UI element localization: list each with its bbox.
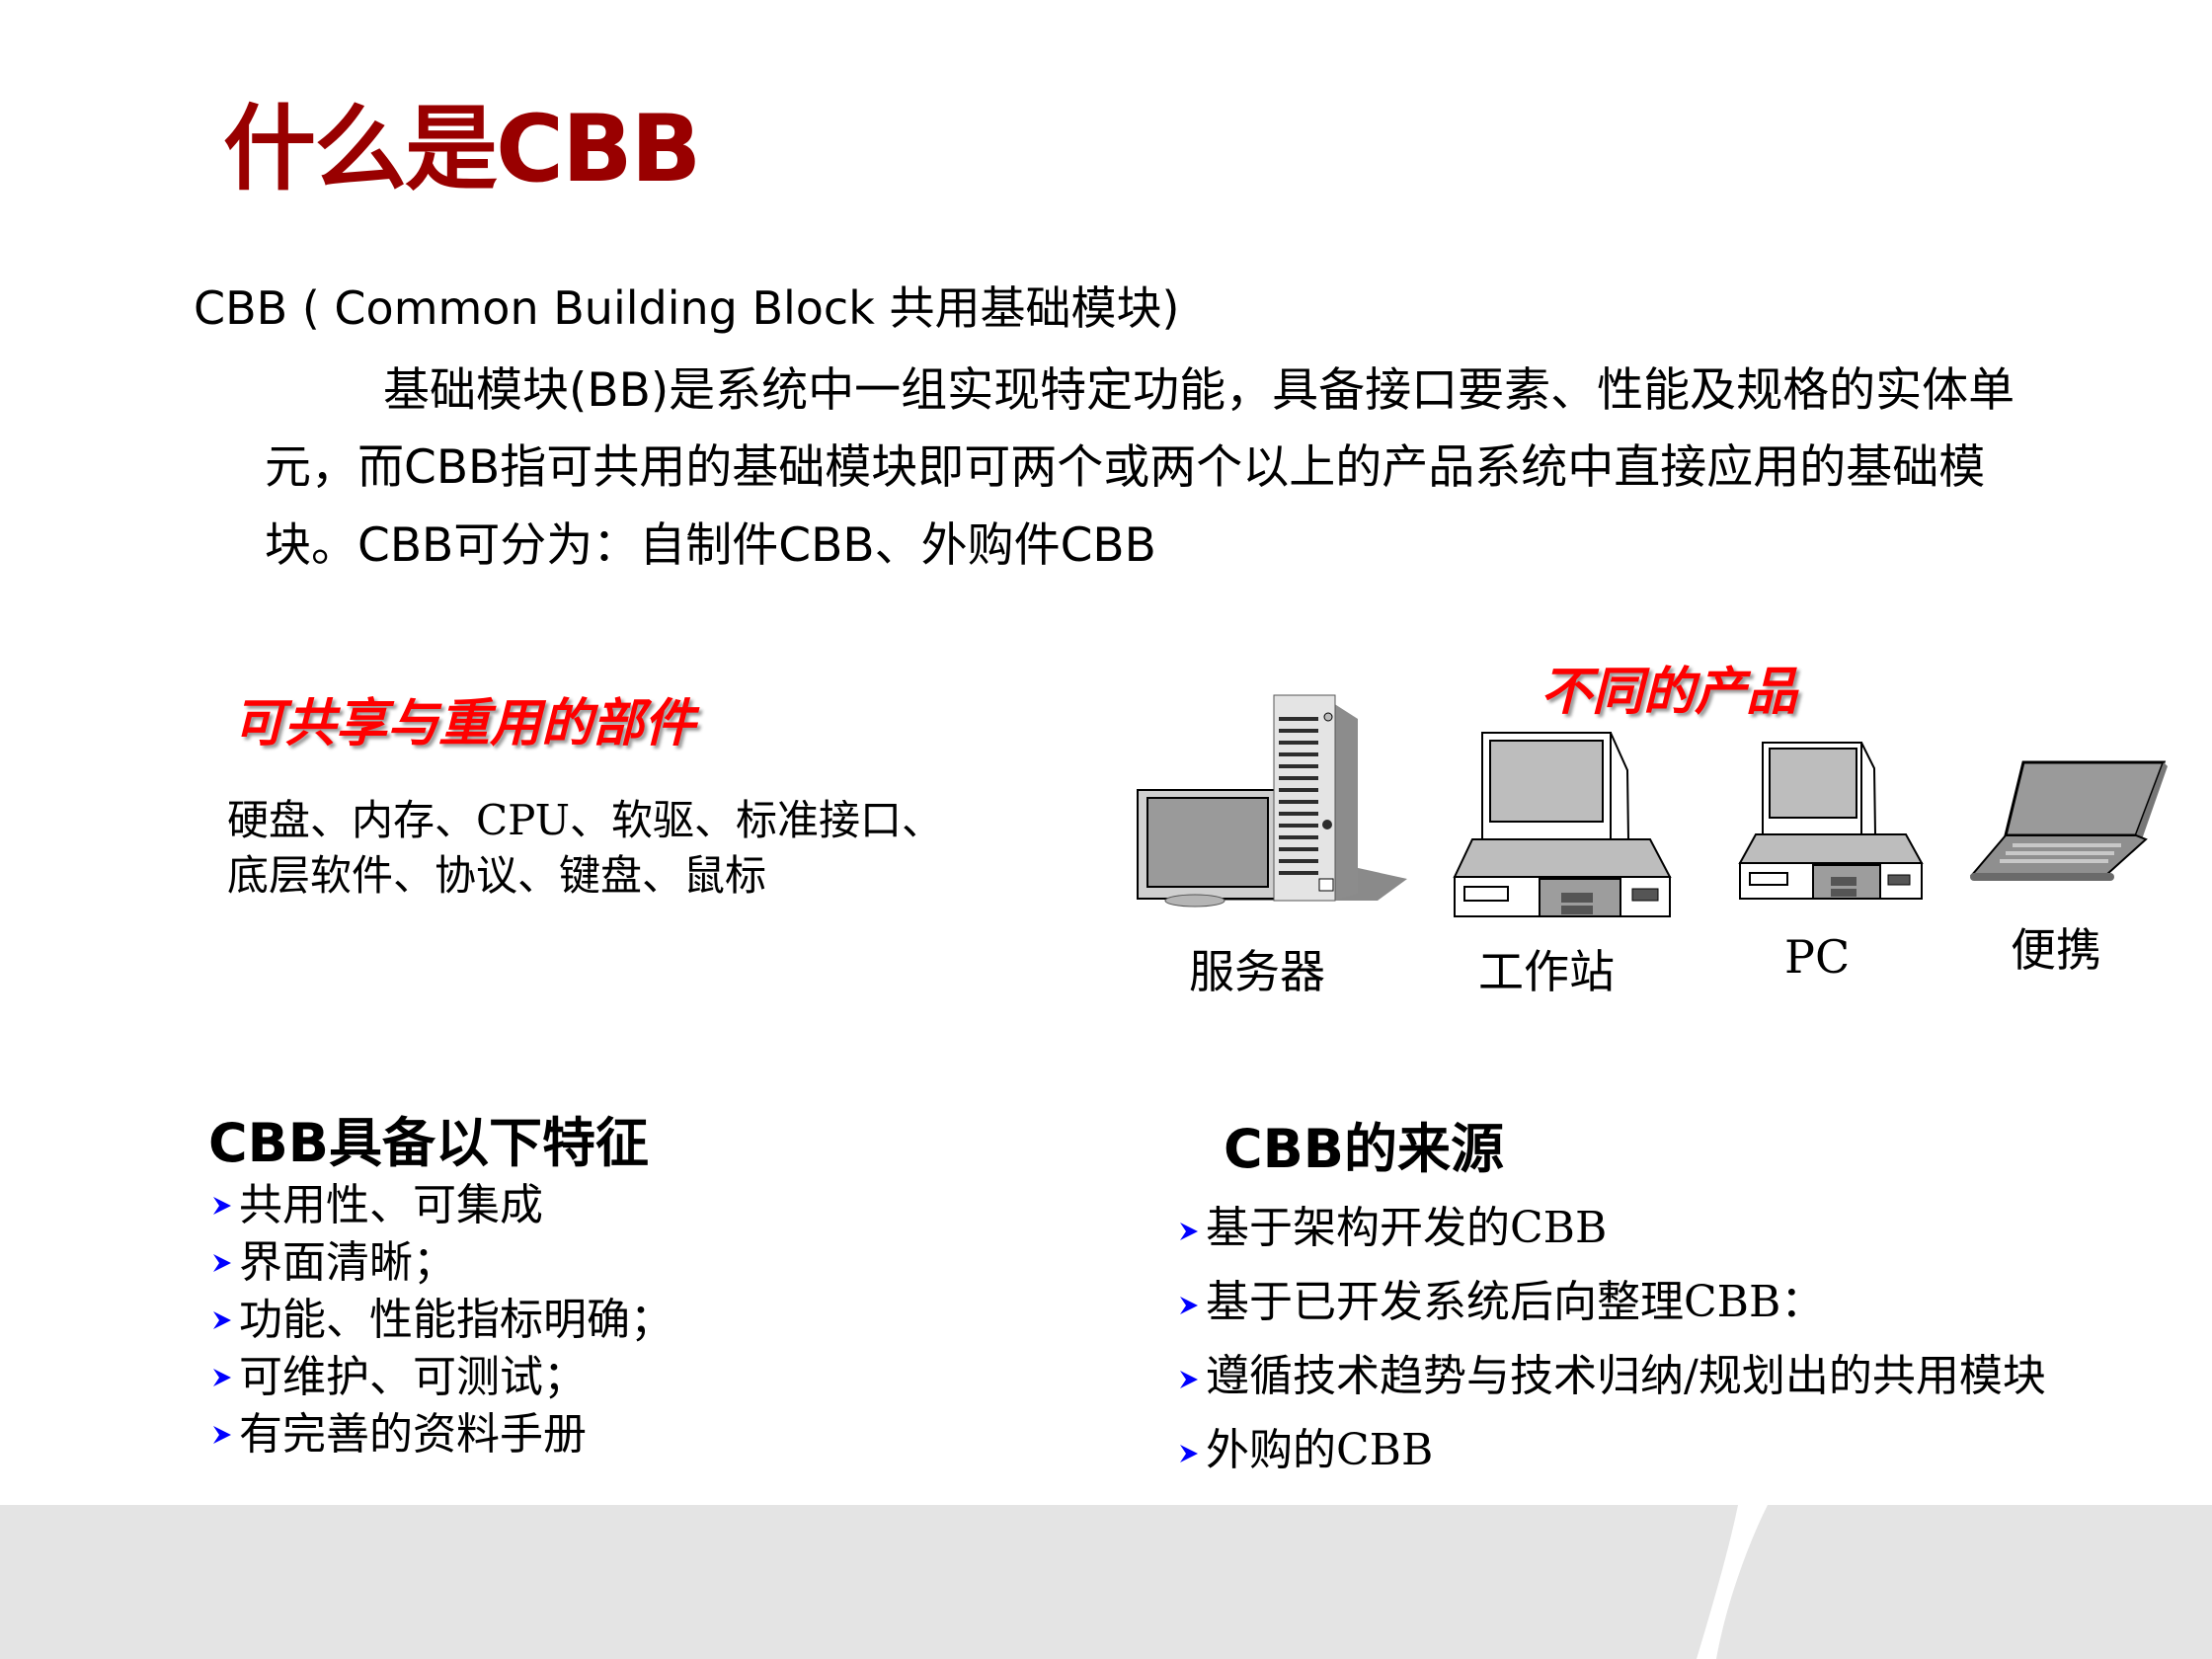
arrow-bullet-icon <box>213 1197 231 1215</box>
features-list: 共用性、可集成 界面清晰； 功能、性能指标明确； 可维护、可测试； 有完善的资料… <box>211 1177 673 1463</box>
slide-title: 什么是CBB <box>223 96 701 203</box>
feature-item: 界面清晰； <box>211 1234 673 1292</box>
server-icon <box>1136 691 1412 908</box>
feature-item: 有完善的资料手册 <box>211 1406 673 1463</box>
pc-icon <box>1738 741 1926 901</box>
sources-list: 基于架构开发的CBB 基于已开发系统后向整理CBB： 遵循技术趋势与技术归纳/规… <box>1178 1203 2046 1499</box>
cbb-definition: CBB ( Common Building Block 共用基础模块) <box>194 281 1180 335</box>
feature-item: 共用性、可集成 <box>211 1177 673 1234</box>
workstation-icon <box>1453 731 1675 920</box>
paragraph-line-3: 块。CBB可分为：自制件CBB、外购件CBB <box>265 518 1156 573</box>
shared-parts-line-2: 底层软件、协议、键盘、鼠标 <box>227 851 767 900</box>
server-label: 服务器 <box>1189 945 1325 998</box>
source-item: 基于已开发系统后向整理CBB： <box>1178 1277 2046 1351</box>
workstation-label: 工作站 <box>1478 945 1615 998</box>
footer-band <box>0 1505 2212 1659</box>
shared-parts-heading: 可共享与重用的部件 <box>233 693 696 753</box>
arrow-bullet-icon <box>213 1254 231 1272</box>
arrow-bullet-icon <box>1180 1371 1198 1388</box>
arrow-bullet-icon <box>213 1311 231 1329</box>
shared-parts-line-1: 硬盘、内存、CPU、软驱、标准接口、 <box>227 796 944 844</box>
feature-item: 功能、性能指标明确； <box>211 1292 673 1349</box>
pc-label: PC <box>1784 930 1851 984</box>
arrow-bullet-icon <box>213 1369 231 1386</box>
sources-heading: CBB的来源 <box>1224 1118 1504 1180</box>
arrow-bullet-icon <box>1180 1223 1198 1240</box>
laptop-icon <box>1968 758 2168 881</box>
source-item: 遵循技术趋势与技术归纳/规划出的共用模块 <box>1178 1351 2046 1425</box>
arrow-bullet-icon <box>213 1426 231 1444</box>
arrow-bullet-icon <box>1180 1297 1198 1314</box>
products-heading: 不同的产品 <box>1540 662 1798 722</box>
paragraph-line-1: 基础模块(BB)是系统中一组实现特定功能，具备接口要素、性能及规格的实体单 <box>383 363 2015 418</box>
laptop-label: 便携 <box>2011 923 2101 977</box>
feature-item: 可维护、可测试； <box>211 1349 673 1406</box>
features-heading: CBB具备以下特征 <box>208 1112 649 1174</box>
footer-swoosh-icon <box>1697 1505 1768 1659</box>
arrow-bullet-icon <box>1180 1445 1198 1462</box>
paragraph-line-2: 元，而CBB指可共用的基础模块即可两个或两个以上的产品系统中直接应用的基础模 <box>265 440 1986 495</box>
source-item: 基于架构开发的CBB <box>1178 1203 2046 1277</box>
source-item: 外购的CBB <box>1178 1425 2046 1499</box>
